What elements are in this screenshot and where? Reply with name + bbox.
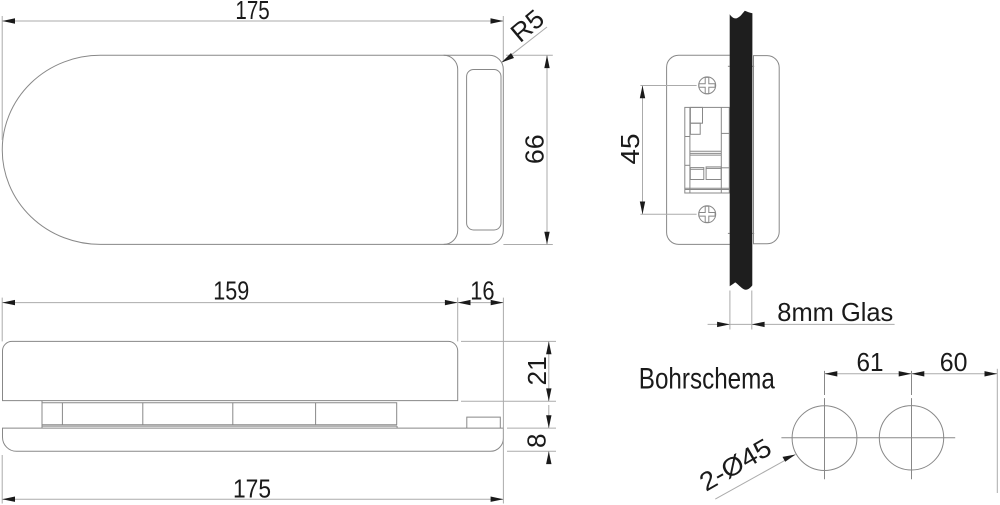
svg-text:21: 21 xyxy=(522,356,552,385)
svg-text:175: 175 xyxy=(235,0,269,25)
svg-text:175: 175 xyxy=(233,473,271,503)
svg-text:Bohrschema: Bohrschema xyxy=(639,363,775,396)
svg-text:8mm Glas: 8mm Glas xyxy=(777,297,893,327)
svg-text:45: 45 xyxy=(615,134,645,165)
svg-text:61: 61 xyxy=(857,347,884,377)
svg-text:60: 60 xyxy=(940,347,968,377)
svg-text:16: 16 xyxy=(470,275,494,305)
svg-text:159: 159 xyxy=(213,276,249,306)
svg-text:66: 66 xyxy=(520,134,550,164)
svg-text:8: 8 xyxy=(522,434,552,448)
